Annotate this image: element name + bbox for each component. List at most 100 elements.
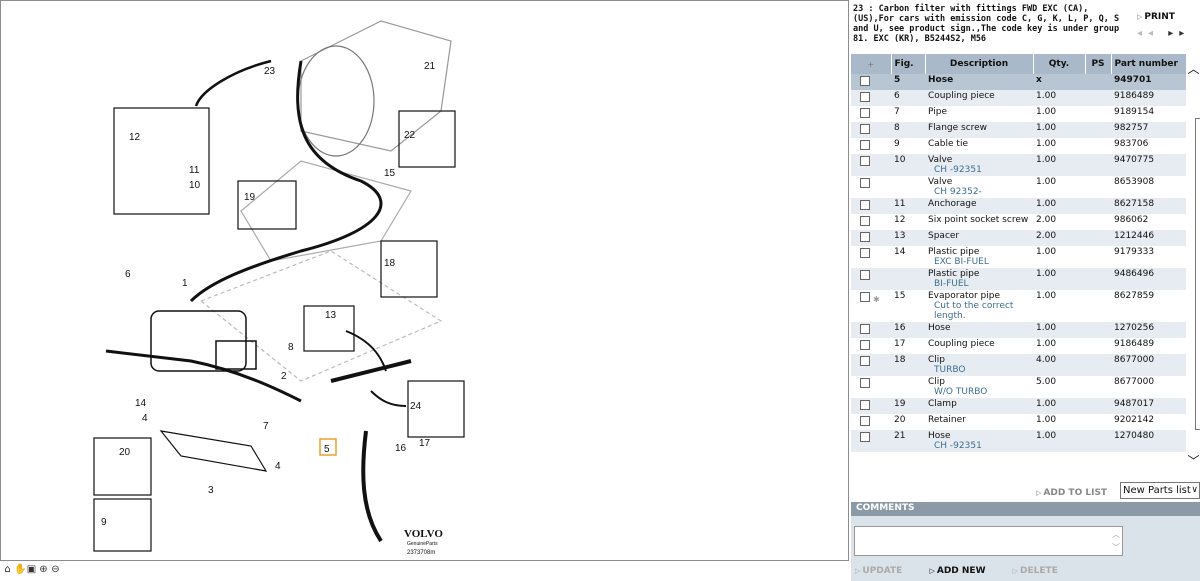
row-checkbox[interactable]: [860, 340, 870, 350]
row-checkbox[interactable]: [860, 156, 870, 166]
comments-textarea[interactable]: ︿﹀: [854, 526, 1123, 556]
home-icon[interactable]: ⌂: [4, 564, 11, 575]
parts-list-select[interactable]: New Parts list∨: [1120, 482, 1200, 499]
column-header-part-number[interactable]: Part number: [1111, 54, 1186, 74]
row-checkbox[interactable]: [860, 416, 870, 426]
update-button[interactable]: ▷UPDATE: [855, 566, 914, 576]
description-cell: Retainer: [925, 414, 1033, 430]
row-checkbox[interactable]: [860, 270, 870, 280]
row-checkbox[interactable]: [860, 356, 870, 366]
fig-cell: 10: [891, 154, 925, 176]
delete-button[interactable]: ▷DELETE: [1013, 566, 1070, 576]
row-checkbox[interactable]: [860, 200, 870, 210]
sort-column-header[interactable]: +: [851, 54, 892, 74]
fig-cell: 11: [891, 198, 925, 214]
next-icon[interactable]: ▸▸: [1168, 28, 1191, 39]
add-to-list-link[interactable]: ▷ADD TO LIST: [1036, 488, 1107, 498]
qty-cell: 1.00: [1033, 176, 1085, 198]
row-select-cell: [851, 414, 891, 430]
parts-diagram-viewer[interactable]: 23 21 22 15 19 18 12 11 10 6 1 13 8 2 14…: [0, 0, 849, 561]
row-checkbox[interactable]: [860, 248, 870, 258]
pan-icon[interactable]: ✋: [14, 564, 27, 575]
row-select-cell: [851, 122, 891, 138]
description-text: Clamp: [928, 399, 957, 409]
add-new-button[interactable]: ▷ADD NEW: [929, 566, 997, 576]
description-cell: Flange screw: [925, 122, 1033, 138]
scrollbar-track[interactable]: [1195, 118, 1200, 430]
callout-label: 15: [384, 168, 396, 179]
row-checkbox[interactable]: [860, 140, 870, 150]
table-scrollbar[interactable]: ︿ ﹀: [1187, 54, 1200, 474]
callout-label: 2: [281, 371, 287, 382]
chevron-down-icon[interactable]: ﹀: [1187, 454, 1200, 468]
ps-cell: [1085, 268, 1111, 290]
description-text: Coupling piece: [928, 339, 995, 349]
part-number-cell: 9179333: [1111, 246, 1186, 268]
row-checkbox[interactable]: [860, 378, 870, 388]
part-number-cell: 8677000: [1111, 354, 1186, 376]
qty-cell: 1.00: [1033, 198, 1085, 214]
callout-label: 17: [419, 438, 431, 449]
fig-cell: 7: [891, 106, 925, 122]
column-header-ps[interactable]: PS: [1085, 54, 1112, 74]
qty-cell: x: [1033, 74, 1085, 90]
row-select-cell: [851, 338, 891, 354]
column-header-description[interactable]: Description: [925, 54, 1034, 74]
zoom-out-icon[interactable]: ⊖: [51, 564, 60, 575]
row-checkbox[interactable]: [860, 178, 870, 188]
row-checkbox[interactable]: [860, 324, 870, 334]
description-note: Cut to the correct length.: [934, 301, 1014, 321]
zoom-in-icon[interactable]: ⊕: [39, 564, 48, 575]
description-note: W/O TURBO: [934, 387, 988, 397]
description-text: Evaporator pipe: [928, 291, 1001, 301]
previous-icon[interactable]: ◂◂: [1137, 28, 1160, 39]
parts-table-wrap: + Fig. Description Qty. PS Part number 5…: [851, 54, 1186, 474]
ps-cell: [1085, 154, 1111, 176]
chevron-up-icon[interactable]: ︿: [1187, 62, 1200, 76]
column-header-qty[interactable]: Qty.: [1033, 54, 1086, 74]
row-checkbox[interactable]: [860, 292, 870, 302]
part-number-cell: 9486496: [1111, 268, 1186, 290]
row-checkbox[interactable]: [860, 216, 870, 226]
row-checkbox[interactable]: [860, 92, 870, 102]
row-checkbox[interactable]: [860, 124, 870, 134]
row-checkbox[interactable]: [860, 400, 870, 410]
part-number-cell: 9470775: [1111, 154, 1186, 176]
print-link[interactable]: ▷PRINT: [1137, 12, 1175, 22]
row-select-cell: [851, 398, 891, 414]
column-header-fig[interactable]: Fig.: [891, 54, 926, 74]
part-number-cell: 9189154: [1111, 106, 1186, 122]
pager: ◂◂ ▸▸: [1137, 28, 1190, 39]
row-checkbox[interactable]: [860, 232, 870, 242]
row-checkbox[interactable]: [860, 432, 870, 442]
group-title: 23 : Carbon filter with fittings FWD EXC…: [853, 4, 1120, 44]
fit-icon[interactable]: ▣: [26, 564, 37, 575]
fig-cell: 8: [891, 122, 925, 138]
row-checkbox[interactable]: [860, 76, 870, 86]
row-checkbox[interactable]: [860, 108, 870, 118]
